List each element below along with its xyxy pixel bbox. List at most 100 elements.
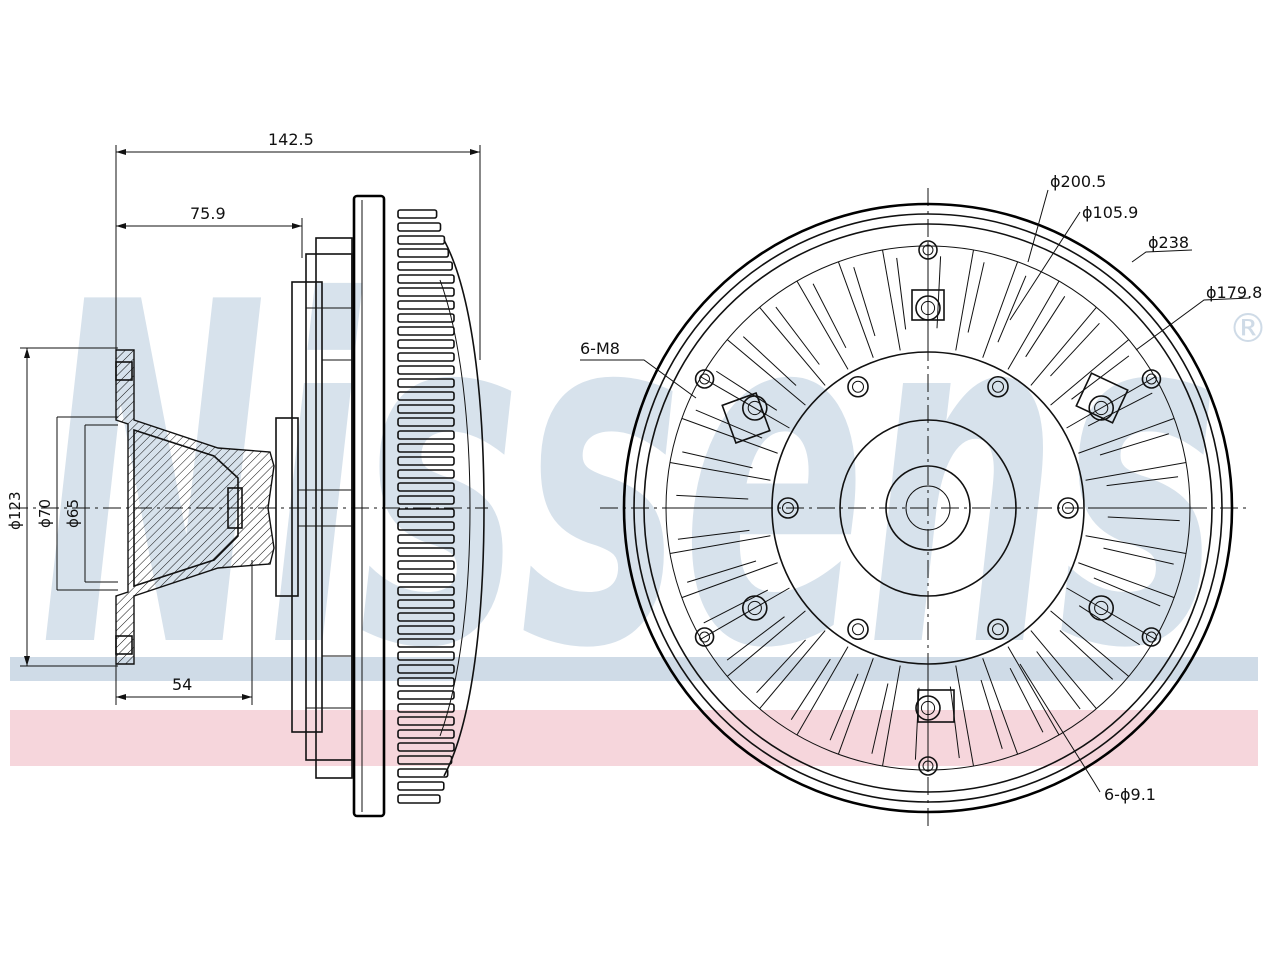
radial-fin-edge: [1107, 516, 1180, 522]
fin: [397, 690, 455, 700]
fin: [397, 547, 455, 557]
dim-spigot-lines: [56, 416, 118, 591]
radial-fin-edge: [853, 267, 876, 337]
radial-fin: [982, 658, 1019, 755]
hub-ring: [771, 351, 1085, 665]
radial-fin-edge: [1106, 476, 1179, 487]
fin: [397, 742, 455, 752]
radial-fin-edge: [726, 616, 785, 661]
fin: [397, 430, 455, 440]
fin: [397, 261, 454, 271]
pitch-bolt-hole: [741, 595, 768, 621]
fin: [397, 521, 455, 531]
fin: [397, 677, 455, 687]
radial-fin-edge: [1093, 577, 1161, 607]
radial-fin: [1085, 462, 1187, 481]
hub-bolt-hole: [847, 375, 869, 398]
pitch-bolt-hole: [915, 695, 941, 721]
clutch-body: [275, 194, 386, 818]
hub-bolt-hole: [1057, 497, 1079, 519]
radial-fin-edge: [790, 658, 831, 720]
center-boss-core: [905, 485, 951, 531]
hub-bolt-hole: [987, 618, 1009, 641]
fin: [397, 586, 455, 596]
outer-rim: [622, 202, 1234, 814]
radial-fin: [669, 462, 771, 481]
fin: [397, 625, 455, 635]
bolt-holes: [694, 240, 1162, 776]
radial-fin: [700, 376, 790, 429]
dim-flange-depth-line: [115, 560, 253, 705]
radial-fin-edge: [829, 673, 859, 741]
radial-fin-edge: [967, 262, 985, 333]
dim-outer-diameter: ϕ238: [1148, 233, 1189, 252]
side-view: 142.5 75.9 ϕ123 ϕ70 ϕ65: [6, 130, 488, 818]
pitch-bolt-hole: [1088, 595, 1115, 621]
dim-through-holes: 6-ϕ9.1: [1104, 785, 1156, 804]
fin: [397, 716, 455, 726]
front-view: ϕ200.5 ϕ105.9 ϕ238 ϕ179.8 6-M8 6-ϕ9.1: [580, 172, 1262, 828]
dim-overall-length: 142.5: [268, 130, 314, 149]
dim-flange-diameter: ϕ123: [6, 491, 24, 530]
outer-rim-inner: [633, 213, 1223, 803]
fin: [397, 378, 455, 388]
fin: [397, 274, 455, 284]
radial-fin-edge: [1036, 651, 1081, 710]
rim-bolt-hole: [918, 240, 938, 260]
rear-dome-inner: [439, 279, 471, 737]
radial-fin-edge: [980, 679, 1003, 749]
dim-spigot-inner: ϕ65: [64, 499, 82, 528]
fin: [397, 703, 455, 713]
radial-fin-edge: [687, 560, 757, 583]
radial-fin: [1050, 339, 1130, 406]
radial-fin: [1066, 376, 1156, 429]
radial-fin: [1085, 535, 1187, 554]
dim-overall-length-line: [115, 145, 481, 360]
radial-fin-edge: [677, 529, 750, 540]
hub-bolt-hole: [987, 375, 1009, 398]
radial-fin: [726, 339, 806, 406]
radial-fin: [796, 280, 849, 370]
radial-fin: [1030, 630, 1097, 710]
dim-threaded-holes: 6-M8: [580, 339, 620, 358]
radial-fin: [759, 306, 826, 386]
hub-flange-section: [115, 349, 275, 665]
fin: [397, 599, 455, 609]
fin: [397, 638, 455, 648]
radial-fin: [726, 610, 806, 677]
dim-hub-length: 75.9: [190, 204, 226, 223]
rim-bolt-hole: [694, 627, 715, 647]
fin: [397, 495, 455, 505]
hub-bolt-hole: [777, 497, 799, 519]
radial-fin: [1007, 646, 1060, 736]
fin: [397, 456, 455, 466]
dim-hub-length-line: [116, 218, 303, 258]
cooling-fins: [397, 209, 455, 804]
radial-fin: [1078, 562, 1175, 599]
fin: [397, 560, 455, 570]
radial-fin: [882, 665, 901, 767]
radial-fin-edge: [775, 306, 820, 365]
radial-fin-edge: [676, 494, 749, 500]
radial-fin: [1066, 587, 1156, 640]
dim-spigot-outer: ϕ70: [36, 499, 54, 528]
radial-fin-edge: [1103, 547, 1174, 565]
fin: [397, 313, 455, 323]
radial-fin: [1050, 610, 1130, 677]
bolt-ring: [643, 223, 1213, 793]
radial-fin: [681, 417, 778, 454]
radial-fin: [796, 646, 849, 736]
fin: [397, 417, 455, 427]
radial-fin: [681, 562, 778, 599]
fin: [397, 404, 455, 414]
radial-fin-edge: [871, 683, 889, 754]
fin: [397, 482, 455, 492]
center-boss-inner: [885, 465, 971, 551]
radial-fin-edge: [812, 283, 847, 349]
rim-bolt-hole: [918, 756, 938, 776]
hub-bolt-hole: [847, 618, 869, 641]
fin: [397, 287, 455, 297]
radial-fin: [759, 630, 826, 710]
fin: [397, 352, 455, 362]
